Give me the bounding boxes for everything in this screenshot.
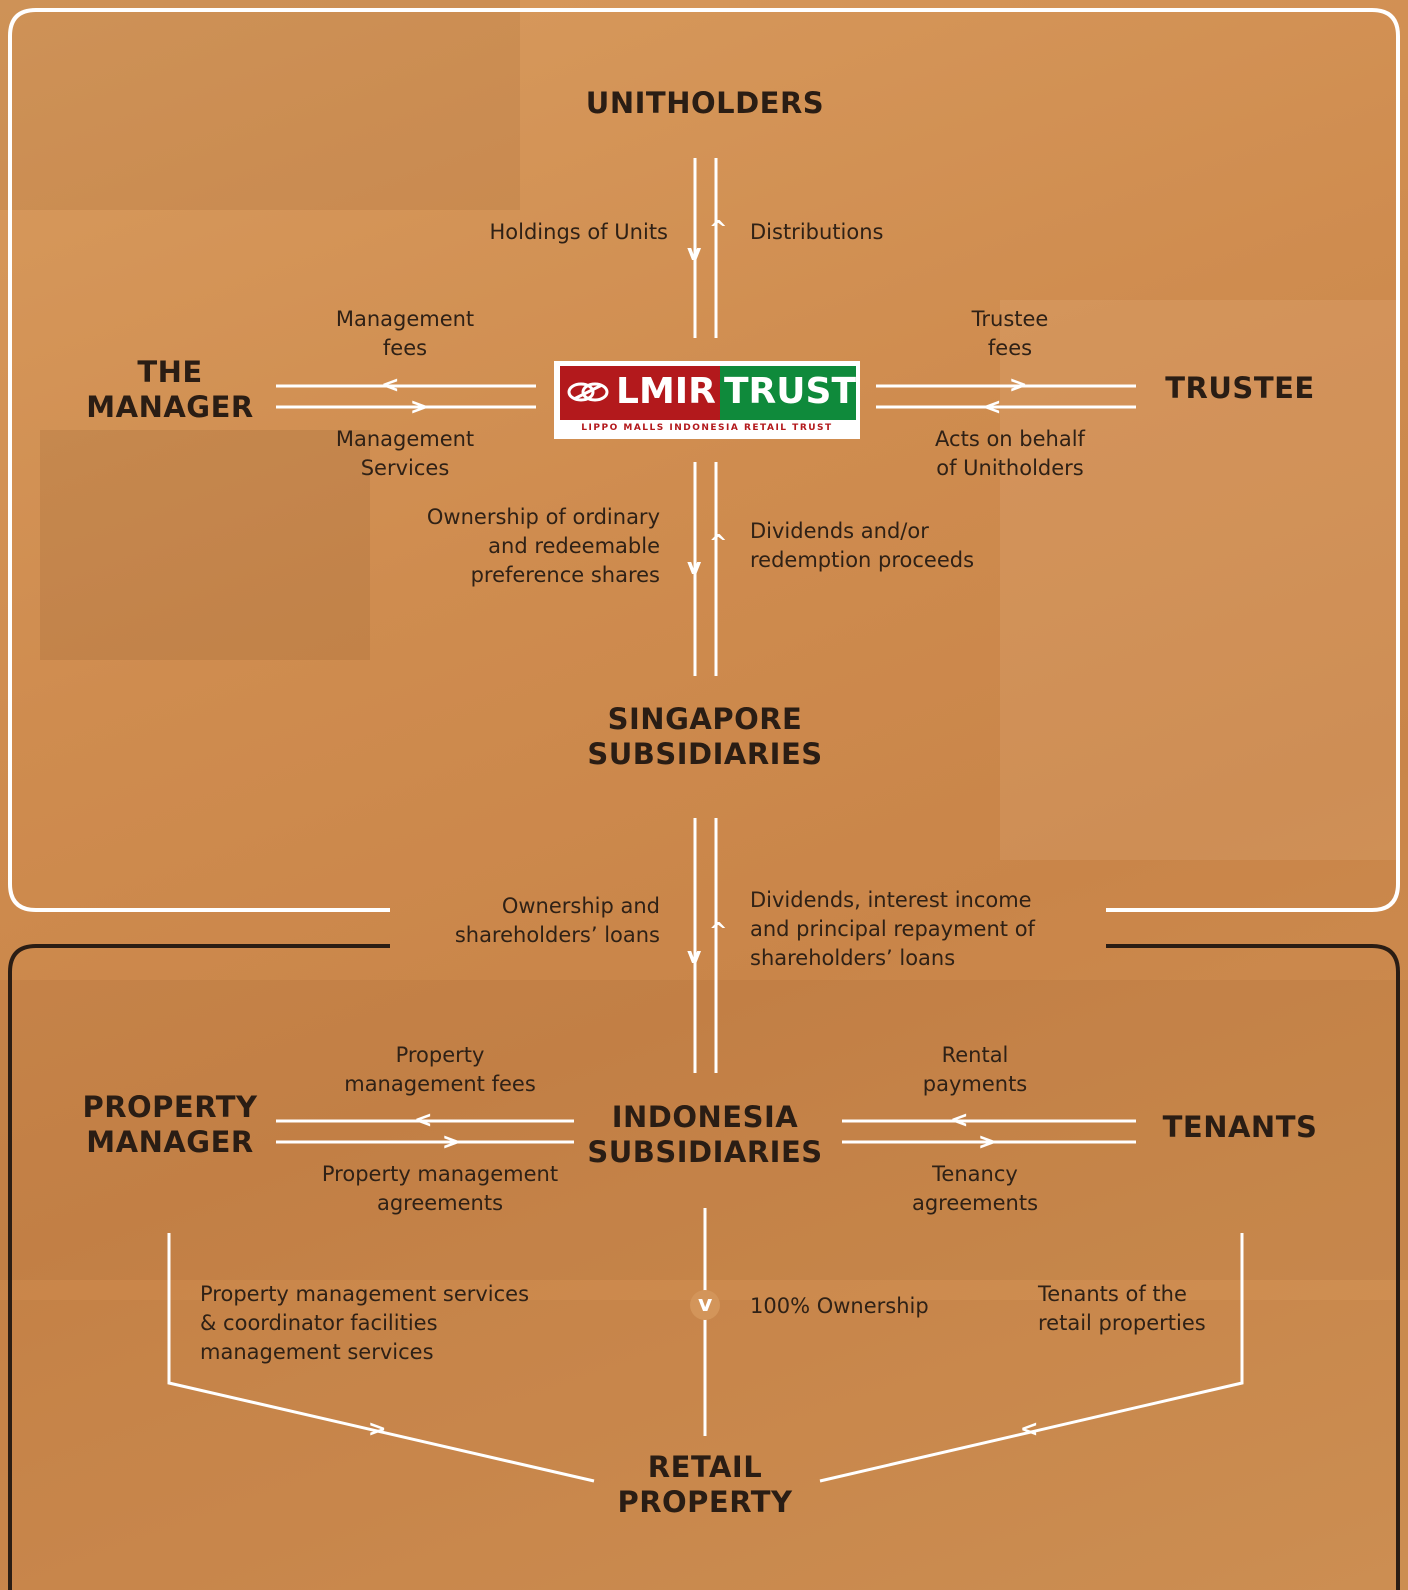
label-dividends-interest-line2: and principal repayment of (750, 917, 1035, 941)
label-trustee-fees-line2: fees (987, 336, 1033, 360)
label-pm-agreements: Property management agreements (300, 1160, 580, 1218)
label-management-services-line1: Management (335, 427, 475, 451)
label-dividends-redemption-line1: Dividends and/or (750, 519, 929, 543)
heading-singapore-subsidiaries: SINGAPORE SUBSIDIARIES (580, 702, 830, 772)
label-trustee-fees-line1: Trustee (971, 307, 1049, 331)
label-ownership-loans-line1: Ownership and (501, 894, 660, 918)
label-pm-fees: Property management fees (320, 1041, 560, 1099)
label-ownership-shares-line3: preference shares (470, 563, 660, 587)
label-pm-services-line1: Property management services (200, 1282, 530, 1306)
label-distributions: Distributions (750, 220, 884, 244)
label-pm-agreements-line1: Property management (321, 1162, 559, 1186)
heading-the-manager: THE MANAGER (80, 355, 260, 425)
label-trustee-fees: Trustee fees (900, 305, 1120, 363)
arrow-up-repayment: ^ (709, 919, 728, 944)
label-acts-on-behalf-line2: of Unitholders (936, 456, 1084, 480)
label-ownership-shares-line1: Ownership of ordinary (426, 505, 660, 529)
label-ownership-shares-line2: and redeemable (488, 534, 660, 558)
label-rental-payments: Rental payments (880, 1041, 1070, 1099)
label-dividends-redemption-line2: redemption proceeds (750, 548, 975, 572)
label-acts-on-behalf: Acts on behalf of Unitholders (890, 425, 1130, 483)
heading-indonesia-line2: SUBSIDIARIES (587, 1135, 823, 1169)
label-management-fees-line1: Management (335, 307, 475, 331)
heading-unitholders: UNITHOLDERS (585, 86, 825, 120)
label-tenancy-agreements-line1: Tenancy (932, 1162, 1018, 1186)
heading-singapore-line1: SINGAPORE (607, 702, 803, 736)
label-tenants-of-retail-line1: Tenants of the (1038, 1282, 1187, 1306)
bg-building-highlight (1000, 300, 1400, 860)
arrow-down-holdings: v (687, 241, 702, 266)
bg-ceiling-shade (0, 0, 520, 210)
arrow-left-acts-on-behalf: < (983, 395, 1002, 420)
heading-indonesia-subsidiaries: INDONESIA SUBSIDIARIES (580, 1100, 830, 1170)
label-rental-payments-line2: payments (922, 1072, 1028, 1096)
lmir-trust-logo: LMIR TRUST LIPPO MALLS INDONESIA RETAIL … (554, 361, 860, 439)
label-management-fees: Management fees (290, 305, 520, 363)
arrow-down-100-ownership: v (698, 1292, 713, 1317)
arrow-down-ownership: v (687, 555, 702, 580)
label-tenants-of-retail: Tenants of the retail properties (1038, 1280, 1258, 1338)
heading-singapore-line2: SUBSIDIARIES (587, 737, 823, 771)
arrow-left-mgmt-fees: < (381, 373, 400, 398)
lower-frame (8, 944, 1400, 1590)
label-dividends-interest-line1: Dividends, interest income (750, 888, 1032, 912)
label-ownership-shares: Ownership of ordinary and redeemable pre… (360, 503, 660, 590)
heading-the-manager-line2: MANAGER (86, 390, 254, 424)
label-tenancy-agreements-line2: agreements (911, 1191, 1039, 1215)
label-tenancy-agreements: Tenancy agreements (880, 1160, 1070, 1218)
bg-shopfront-shade (40, 430, 370, 660)
heading-retail-property: RETAIL PROPERTY (600, 1450, 810, 1520)
label-management-services: Management Services (290, 425, 520, 483)
heading-retail-line2: PROPERTY (617, 1485, 793, 1519)
label-pm-fees-line1: Property (395, 1043, 485, 1067)
label-rental-payments-line1: Rental (941, 1043, 1009, 1067)
label-ownership-loans: Ownership and shareholders’ loans (400, 892, 660, 950)
label-100-ownership: 100% Ownership (750, 1294, 929, 1318)
logo-green-band (720, 366, 856, 420)
arrow-right-trustee-fees: > (1009, 373, 1028, 398)
ownership-arrow-bubble (690, 1290, 720, 1320)
arrow-left-pm-fees: < (414, 1108, 433, 1133)
label-pm-fees-line2: management fees (344, 1072, 536, 1096)
heading-tenants: TENANTS (1162, 1110, 1318, 1144)
heading-trustee: TRUSTEE (1165, 371, 1315, 405)
label-dividends-interest-line3: shareholders’ loans (750, 946, 956, 970)
label-acts-on-behalf-line1: Acts on behalf (935, 427, 1085, 451)
logo-word-lmir: LMIR (616, 371, 716, 412)
label-management-fees-line2: fees (382, 336, 428, 360)
arrow-left-rental: < (950, 1108, 969, 1133)
label-holdings-of-units: Holdings of Units (489, 220, 669, 244)
arrow-up-dividends: ^ (709, 531, 728, 556)
arrow-up-distributions: ^ (709, 217, 728, 242)
label-dividends-redemption: Dividends and/or redemption proceeds (750, 517, 1050, 575)
label-pm-services: Property management services & coordinat… (200, 1280, 560, 1367)
arrow-right-tenancy: > (978, 1130, 997, 1155)
logo-emblem-icon (567, 382, 609, 402)
logo-tagline: LIPPO MALLS INDONESIA RETAIL TRUST (581, 423, 833, 433)
arrow-down-loans: v (687, 944, 702, 969)
label-pm-services-line3: management services (200, 1340, 434, 1364)
heading-property-manager: PROPERTY MANAGER (70, 1090, 270, 1160)
heading-retail-line1: RETAIL (647, 1450, 763, 1484)
arrow-right-pm-agreements: > (442, 1130, 461, 1155)
upper-frame (8, 8, 1400, 912)
heading-property-manager-line1: PROPERTY (82, 1090, 258, 1124)
arrow-tenants-to-retail: < (1020, 1417, 1039, 1442)
label-ownership-loans-line2: shareholders’ loans (454, 923, 660, 947)
heading-the-manager-line1: THE (137, 355, 203, 389)
label-management-services-line2: Services (360, 456, 450, 480)
label-dividends-interest: Dividends, interest income and principal… (750, 886, 1070, 973)
label-pm-agreements-line2: agreements (376, 1191, 504, 1215)
label-tenants-of-retail-line2: retail properties (1038, 1311, 1206, 1335)
heading-indonesia-line1: INDONESIA (611, 1100, 799, 1134)
arrow-right-mgmt-services: > (410, 395, 429, 420)
label-pm-services-line2: & coordinator facilities (200, 1311, 438, 1335)
logo-word-trust: TRUST (724, 371, 856, 412)
arrow-pm-to-retail: > (368, 1417, 387, 1442)
heading-property-manager-line2: MANAGER (86, 1125, 254, 1159)
